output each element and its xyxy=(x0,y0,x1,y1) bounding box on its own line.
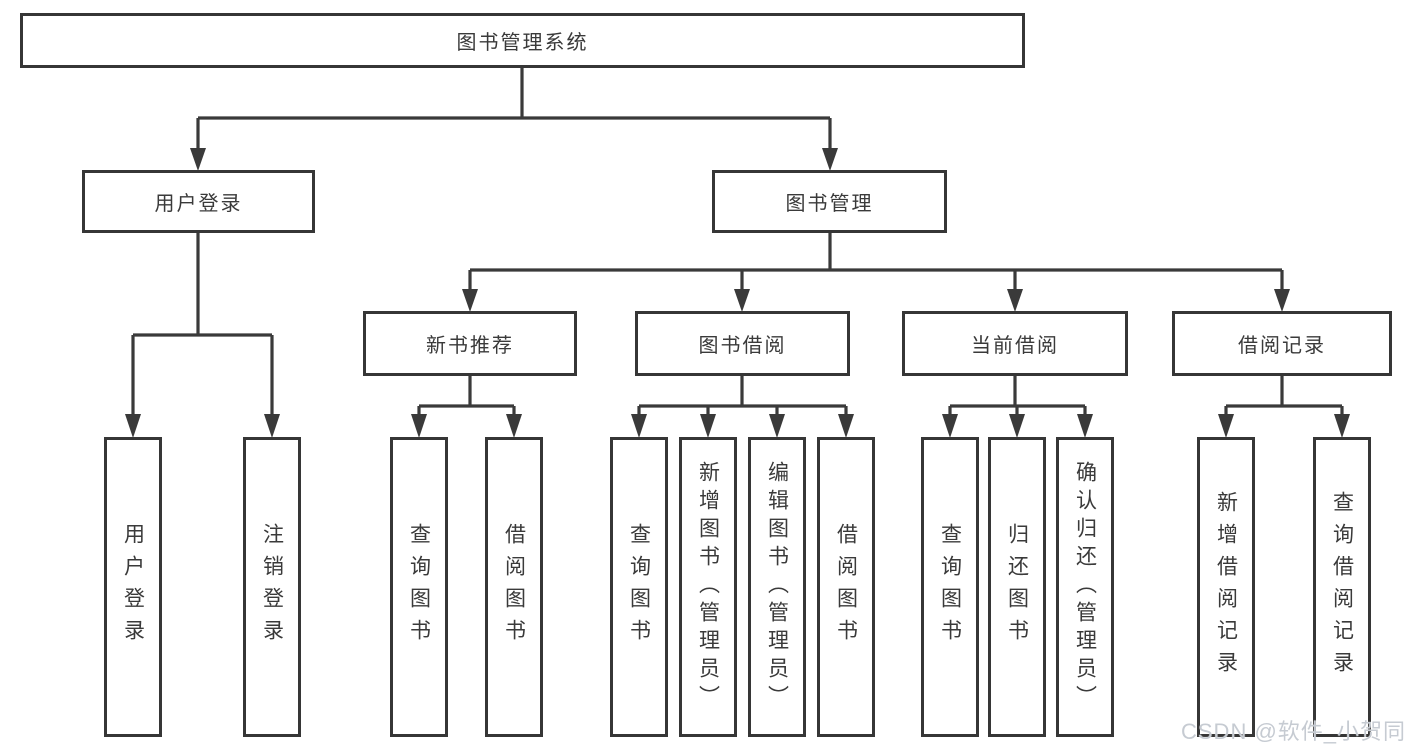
leaf-add-borrow-record-label: 新增借阅记录 xyxy=(1214,491,1238,683)
node-borrowing-records-label: 借阅记录 xyxy=(1238,335,1326,357)
node-new-book-recommendation-label: 新书推荐 xyxy=(426,335,514,357)
connector-new-book-recommendation xyxy=(411,376,522,438)
leaf-add-borrow-record: 新增借阅记录 xyxy=(1197,437,1255,737)
leaf-query-books-current-label: 查询图书 xyxy=(938,523,962,651)
leaf-borrow-books-label: 借阅图书 xyxy=(834,523,858,651)
leaf-query-borrow-record-label: 查询借阅记录 xyxy=(1330,491,1354,683)
node-library-management-system: 图书管理系统 xyxy=(20,13,1025,68)
node-current-borrowing-label: 当前借阅 xyxy=(971,335,1059,357)
leaf-edit-books-admin: 编辑图书（管理员） xyxy=(748,437,806,737)
leaf-logout: 注销登录 xyxy=(243,437,301,737)
leaf-borrow-books-recommend: 借阅图书 xyxy=(485,437,543,737)
leaf-query-books-current: 查询图书 xyxy=(921,437,979,737)
node-book-management: 图书管理 xyxy=(712,170,947,233)
leaf-query-books-borrow: 查询图书 xyxy=(610,437,668,737)
connector-borrowing-records xyxy=(1218,376,1350,438)
connector-user-login xyxy=(125,233,280,438)
leaf-add-books-admin: 新增图书（管理员） xyxy=(679,437,737,737)
leaf-query-books-borrow-label: 查询图书 xyxy=(627,523,651,651)
node-current-borrowing: 当前借阅 xyxy=(902,311,1128,376)
node-book-borrowing-label: 图书借阅 xyxy=(698,335,787,357)
leaf-query-books-recommend: 查询图书 xyxy=(390,437,448,737)
node-library-management-system-label: 图书管理系统 xyxy=(456,32,589,54)
leaf-user-login-label: 用户登录 xyxy=(121,523,145,651)
node-user-login: 用户登录 xyxy=(82,170,315,233)
leaf-borrow-books-recommend-label: 借阅图书 xyxy=(502,523,526,651)
leaf-confirm-return-admin-label: 确认归还（管理员） xyxy=(1073,461,1097,713)
node-book-borrowing: 图书借阅 xyxy=(635,311,850,376)
leaf-query-books-recommend-label: 查询图书 xyxy=(407,523,431,651)
connector-book-management xyxy=(462,233,1290,312)
connector-root xyxy=(190,68,838,171)
leaf-borrow-books: 借阅图书 xyxy=(817,437,875,737)
leaf-edit-books-admin-label: 编辑图书（管理员） xyxy=(765,461,789,713)
leaf-confirm-return-admin: 确认归还（管理员） xyxy=(1056,437,1114,737)
leaf-user-login: 用户登录 xyxy=(104,437,162,737)
connector-current-borrowing xyxy=(942,376,1093,438)
node-book-management-label: 图书管理 xyxy=(785,193,874,215)
connector-book-borrowing xyxy=(631,376,854,438)
leaf-logout-label: 注销登录 xyxy=(260,523,284,651)
leaf-query-borrow-record: 查询借阅记录 xyxy=(1313,437,1371,737)
leaf-return-books-label: 归还图书 xyxy=(1005,523,1029,651)
leaf-add-books-admin-label: 新增图书（管理员） xyxy=(696,461,720,713)
leaf-return-books: 归还图书 xyxy=(988,437,1046,737)
node-new-book-recommendation: 新书推荐 xyxy=(363,311,577,376)
node-borrowing-records: 借阅记录 xyxy=(1172,311,1392,376)
watermark-text: CSDN @软件_小贺同学 xyxy=(1181,719,1405,744)
node-user-login-label: 用户登录 xyxy=(154,193,243,215)
